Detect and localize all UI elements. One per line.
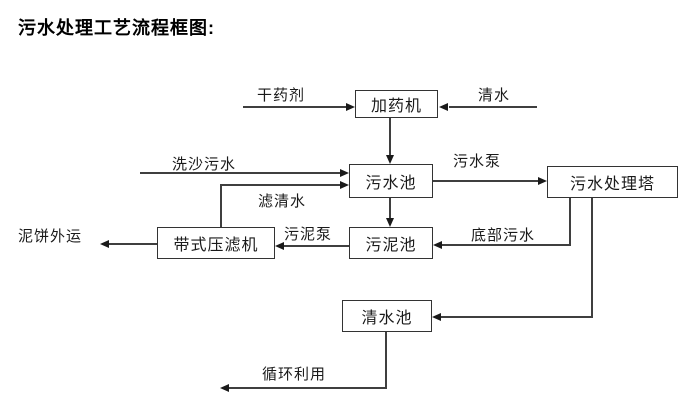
node-sludge-pool-label: 污泥池 [365, 237, 417, 254]
mud-cake-arrowhead-icon [100, 239, 109, 248]
node-sludge-pool: 污泥池 [349, 227, 433, 259]
sewage-to-sludge-arrowhead-icon [385, 218, 394, 227]
node-treatment-tower-label: 污水处理塔 [569, 176, 655, 193]
dosing-to-sewage-arrowhead-icon [385, 155, 394, 164]
sludge-pump-line [284, 245, 349, 247]
bottom-sewage-line-vertical [569, 198, 571, 246]
sludge-pump-arrowhead-icon [275, 241, 284, 250]
dosing-to-sewage-line [389, 118, 391, 156]
clean-water-line [449, 106, 537, 108]
edge-label-bottom-sewage: 底部污水 [471, 228, 536, 244]
recycle-line-horizontal [229, 387, 387, 389]
filtered-water-line-horizontal [220, 184, 340, 186]
dry-agent-arrowhead-icon [346, 102, 355, 111]
node-clean-water-pool-label: 清水池 [361, 310, 413, 327]
edge-label-filtered-water: 滤清水 [258, 194, 307, 210]
node-treatment-tower: 污水处理塔 [547, 166, 678, 198]
sewage-pump-arrowhead-icon [538, 176, 547, 185]
page-title: 污水处理工艺流程框图: [18, 18, 215, 38]
sand-washing-arrowhead-icon [340, 168, 349, 177]
dry-agent-line [243, 106, 346, 108]
edge-label-mud-cake-out: 泥饼外运 [18, 229, 83, 245]
bottom-sewage-line-horizontal [442, 244, 571, 246]
sewage-pump-line [433, 180, 538, 182]
edge-label-sand-washing-sewage: 洗沙污水 [172, 157, 237, 173]
edge-label-sewage-pump: 污水泵 [453, 154, 502, 170]
bottom-sewage-arrowhead-icon [433, 240, 442, 249]
node-belt-filter-press-label: 带式压滤机 [173, 237, 259, 254]
mud-cake-line [109, 243, 157, 245]
tower-to-clean-arrowhead-icon [432, 312, 441, 321]
recycle-line-vertical [385, 332, 387, 388]
node-sewage-pool: 污水池 [349, 164, 433, 198]
node-sewage-pool-label: 污水池 [365, 175, 417, 192]
node-dosing-machine: 加药机 [355, 90, 438, 118]
filtered-water-arrowhead-icon [340, 180, 349, 189]
node-clean-water-pool: 清水池 [342, 300, 432, 332]
node-dosing-machine-label: 加药机 [370, 98, 422, 115]
recycle-arrowhead-icon [220, 383, 229, 392]
tower-to-clean-line-horizontal [441, 316, 593, 318]
sand-washing-line [140, 172, 340, 174]
node-belt-filter-press: 带式压滤机 [157, 227, 275, 259]
filtered-water-line-vertical [220, 185, 222, 227]
edge-label-dry-agent: 干药剂 [257, 88, 306, 104]
edge-label-sludge-pump: 污泥泵 [284, 227, 333, 243]
tower-to-clean-line-vertical [591, 198, 593, 317]
edge-label-clean-water: 清水 [478, 88, 511, 104]
edge-label-recycle-use: 循环利用 [262, 367, 327, 383]
clean-water-arrowhead-icon [439, 102, 448, 111]
sewage-to-sludge-line [389, 198, 391, 219]
